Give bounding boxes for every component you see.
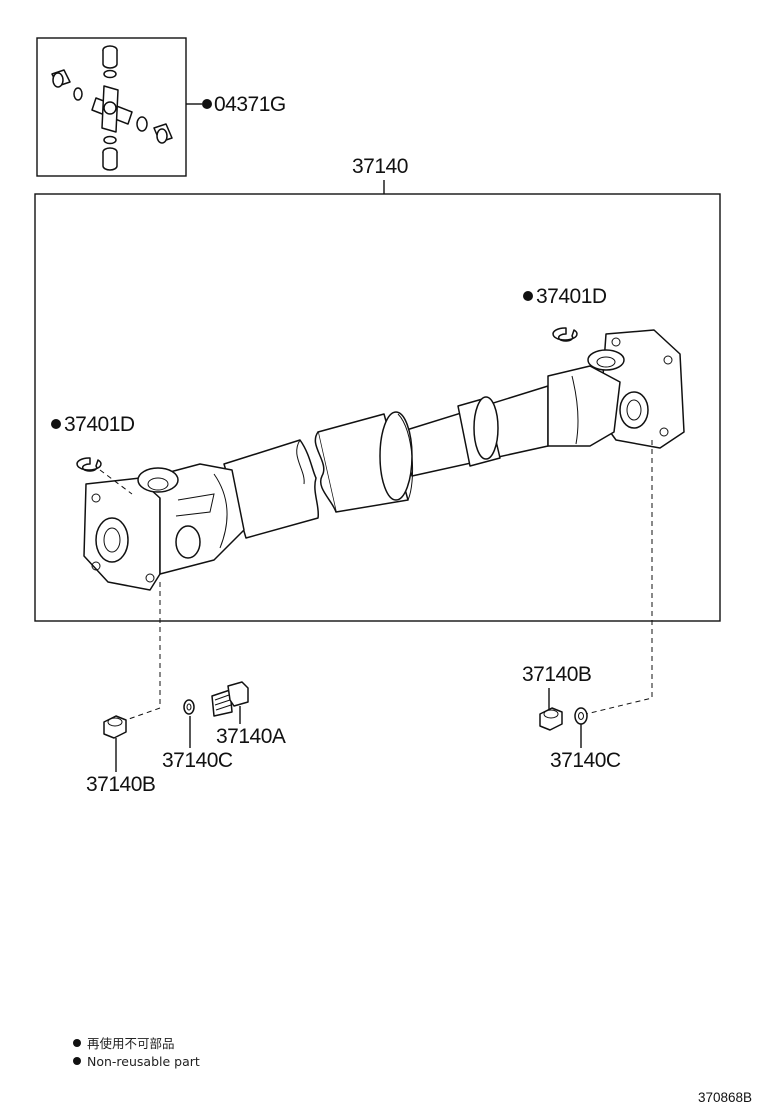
legend-line-en: Non-reusable part: [87, 1054, 200, 1069]
shaft-assembly-frame: [34, 193, 721, 622]
legend-dot-jp: [73, 1039, 81, 1047]
right-hardware-group: 37140B 37140C: [522, 663, 621, 772]
snap-ring-right-group: 37401D: [523, 285, 607, 342]
snap-ring-left-part-number: 37401D: [64, 413, 135, 436]
washer-right-part-number: 37140C: [550, 749, 621, 772]
legend: 再使用不可部品 Non-reusable part: [73, 1036, 200, 1069]
nut-right-icon: [539, 707, 563, 731]
kit-part-number: 04371G: [214, 93, 286, 116]
nut-right-part-number: 37140B: [522, 663, 591, 686]
non-reusable-dot: [523, 291, 533, 301]
left-hardware-group: 37140B 37140C 37140A: [86, 681, 286, 796]
diagram-reference-number: 370868B: [698, 1090, 752, 1105]
right-bolt-guide-line: [585, 440, 653, 715]
washer-left-part-number: 37140C: [162, 749, 233, 772]
kit-frame: [36, 37, 187, 177]
snap-ring-left-guide: [99, 469, 133, 495]
snap-ring-right-icon: [552, 327, 578, 342]
washer-right-icon: [574, 707, 588, 725]
universal-joint-kit-group: 04371G: [36, 37, 286, 177]
bolt-part-number: 37140A: [216, 725, 286, 748]
snap-ring-left-group: 37401D: [51, 413, 135, 495]
shaft-part-number: 37140: [352, 155, 408, 178]
legend-dot-en: [73, 1057, 81, 1065]
bolt-icon: [211, 681, 249, 717]
nut-left-part-number: 37140B: [86, 773, 155, 796]
left-bolt-guide-line: [125, 582, 161, 721]
snap-ring-right-part-number: 37401D: [536, 285, 607, 308]
non-reusable-dot: [202, 99, 212, 109]
washer-left-icon: [183, 699, 195, 715]
propeller-shaft-illustration: [83, 329, 685, 591]
spider-kit-illustration: [51, 45, 173, 171]
nut-left-icon: [103, 715, 127, 739]
snap-ring-left-icon: [76, 457, 102, 472]
non-reusable-dot: [51, 419, 61, 429]
legend-line-jp: 再使用不可部品: [87, 1036, 175, 1051]
